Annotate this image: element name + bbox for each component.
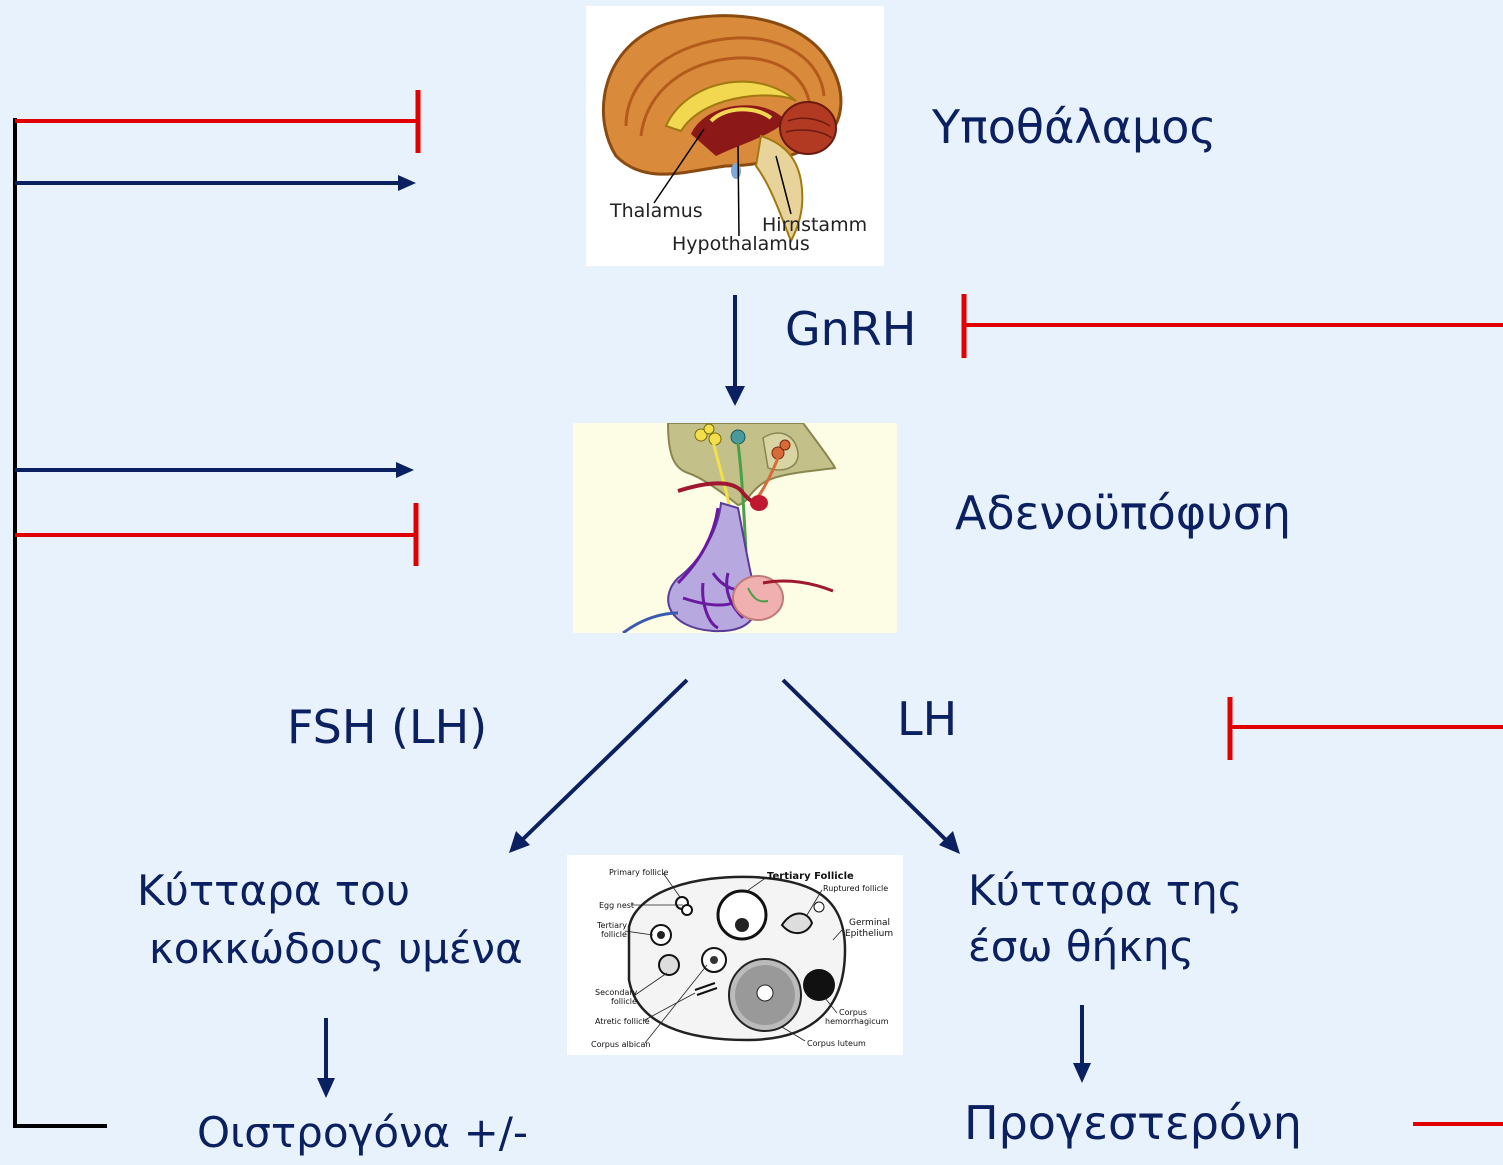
svg-text:Germinal: Germinal (849, 918, 890, 928)
label-granulosa-line2: κοκκώδους υμένα (149, 924, 523, 973)
svg-text:Thalamus: Thalamus (609, 200, 703, 222)
label-adenohypophysis: Αδενοϋπόφυση (955, 486, 1292, 540)
svg-text:Epithelium: Epithelium (845, 929, 893, 939)
label-progesterone: Προγεστερόνη (964, 1096, 1302, 1150)
label-fsh-lh: FSH (LH) (287, 700, 488, 754)
label-granulosa-line1: Κύτταρα του (137, 866, 411, 915)
svg-text:Hirnstamm: Hirnstamm (762, 214, 867, 236)
label-gnrh: GnRH (785, 302, 917, 356)
svg-text:Atretic follicle: Atretic follicle (595, 1017, 650, 1026)
svg-text:Corpus: Corpus (839, 1008, 867, 1017)
svg-text:Hypothalamus: Hypothalamus (672, 233, 810, 255)
svg-text:Tertiary: Tertiary (596, 921, 627, 930)
svg-text:follicle: follicle (601, 930, 627, 939)
lh-arrow (781, 678, 950, 844)
label-lh: LH (897, 692, 958, 746)
label-estrogen: Οιστρογόνα +/- (197, 1108, 529, 1157)
svg-text:Corpus luteum: Corpus luteum (807, 1039, 866, 1048)
pituitary-image (573, 422, 897, 635)
svg-text:Secondary: Secondary (595, 988, 638, 997)
svg-text:Tertiary Follicle: Tertiary Follicle (767, 871, 854, 882)
fsh-arrow (518, 678, 689, 844)
svg-text:hemorrhagicum: hemorrhagicum (825, 1017, 889, 1026)
brain-image: Thalamus Hirnstamm Hypothalamus (586, 6, 884, 266)
svg-text:Egg nest: Egg nest (599, 901, 634, 910)
svg-text:follicle: follicle (611, 997, 637, 1006)
label-hypothalamus: Υποθάλαμος (932, 100, 1217, 154)
svg-text:Corpus albican: Corpus albican (591, 1040, 650, 1049)
svg-text:Ruptured follicle: Ruptured follicle (823, 884, 888, 893)
label-theca-line1: Κύτταρα της (968, 866, 1243, 915)
label-theca-line2: έσω θήκης (968, 922, 1195, 971)
svg-text:Primary follicle: Primary follicle (609, 868, 668, 877)
ovary-image: Primary follicle Tertiary Follicle Ruptu… (567, 855, 903, 1055)
